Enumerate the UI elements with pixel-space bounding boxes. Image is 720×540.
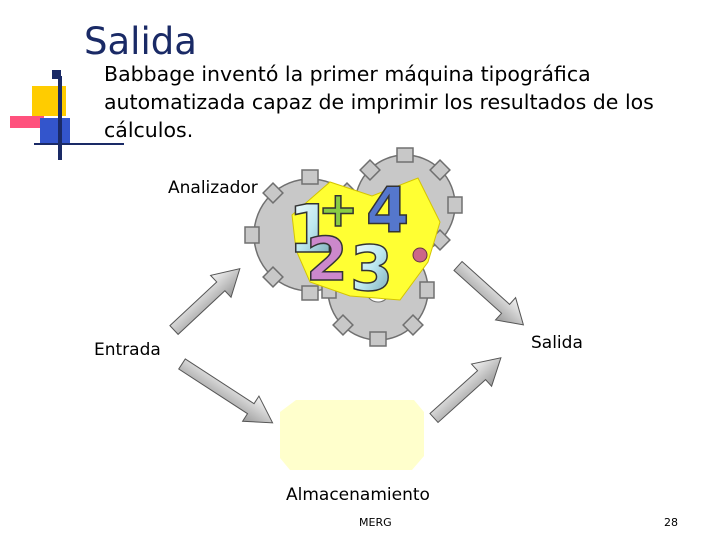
label-analizador: Analizador bbox=[168, 178, 258, 198]
label-salida: Salida bbox=[531, 333, 583, 353]
bullet-marker bbox=[52, 70, 61, 79]
svg-text:+: + bbox=[318, 182, 358, 238]
svg-text:1: 1 bbox=[288, 191, 334, 268]
slide-title: Salida bbox=[84, 20, 197, 63]
corner-decoration-icon bbox=[10, 76, 124, 160]
footer-page-number: 28 bbox=[664, 516, 678, 529]
svg-text:2: 2 bbox=[306, 225, 348, 295]
svg-text:3: 3 bbox=[350, 232, 393, 305]
label-almacenamiento: Almacenamiento bbox=[286, 485, 430, 505]
label-entrada: Entrada bbox=[94, 340, 161, 360]
svg-text:4: 4 bbox=[366, 174, 409, 247]
arrow-icon bbox=[169, 260, 525, 424]
gears-numbers-clipart-icon: 1 + 4 2 3 bbox=[244, 147, 463, 347]
storage-box-icon bbox=[280, 400, 424, 470]
footer-author: MERG bbox=[359, 516, 392, 529]
bullet-text: Babbage inventó la primer máquina tipogr… bbox=[104, 62, 654, 142]
